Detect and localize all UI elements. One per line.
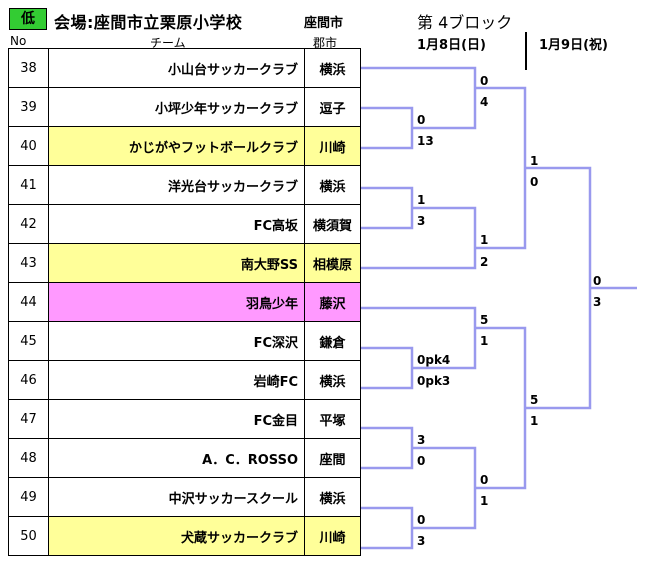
team-pref: 平塚 <box>304 399 361 439</box>
team-number: 41 <box>8 165 49 205</box>
score-s19: 3 <box>417 433 426 447</box>
score-s17: 5 <box>530 393 539 407</box>
team-pref: 逗子 <box>304 87 361 127</box>
bracket-line <box>475 326 527 490</box>
bracket-line <box>361 506 414 550</box>
score-s18: 1 <box>530 414 539 428</box>
score-s1: 0 <box>480 74 489 88</box>
score-s21: 0 <box>480 473 489 487</box>
score-s7: 1 <box>417 193 426 207</box>
col-header-pref: 郡市 <box>313 36 338 50</box>
team-pref: 横浜 <box>304 48 361 88</box>
score-s14: 1 <box>480 334 489 348</box>
score-s5: 1 <box>530 154 539 168</box>
score-s3: 0 <box>417 113 426 127</box>
team-name: 羽鳥少年 <box>48 282 305 322</box>
block-title: 第 4ブロック <box>417 13 513 32</box>
bracket-line <box>361 346 414 390</box>
score-s10: 2 <box>480 255 489 269</box>
col-header-no: No <box>10 34 27 48</box>
team-number: 46 <box>8 360 49 400</box>
level-badge: 低 <box>9 8 47 30</box>
bracket-line <box>475 86 527 250</box>
team-pref: 藤沢 <box>304 282 361 322</box>
team-number: 43 <box>8 243 49 283</box>
score-s13: 5 <box>480 313 489 327</box>
bracket-line <box>361 66 477 130</box>
score-s23: 0 <box>417 513 426 527</box>
bracket-line <box>361 426 414 470</box>
bracket-line <box>361 106 414 150</box>
bracket-line <box>361 206 477 270</box>
team-name: 南大野SS <box>48 243 305 283</box>
score-s11: 0 <box>593 274 602 288</box>
score-s15: 0pk4 <box>417 353 451 367</box>
team-number: 38 <box>8 48 49 88</box>
score-s12: 3 <box>593 295 602 309</box>
team-name: 犬蔵サッカークラブ <box>48 516 305 556</box>
team-number: 49 <box>8 477 49 517</box>
venue-city: 座間市 <box>304 16 344 31</box>
team-name: 洋光台サッカークラブ <box>48 165 305 205</box>
team-number: 39 <box>8 87 49 127</box>
team-name: かじがやフットボールクラブ <box>48 126 305 166</box>
team-number: 50 <box>8 516 49 556</box>
score-s22: 1 <box>480 494 489 508</box>
venue-title: 会場:座間市立栗原小学校 <box>54 13 243 32</box>
team-pref: 座間 <box>304 438 361 478</box>
score-s2: 4 <box>480 95 489 109</box>
team-pref: 横須賀 <box>304 204 361 244</box>
col-header-team: チーム <box>150 36 186 50</box>
team-pref: 横浜 <box>304 165 361 205</box>
bracket-line <box>361 306 477 370</box>
team-number: 42 <box>8 204 49 244</box>
team-number: 40 <box>8 126 49 166</box>
team-pref: 横浜 <box>304 360 361 400</box>
team-pref: 横浜 <box>304 477 361 517</box>
team-pref: 相模原 <box>304 243 361 283</box>
date-day2: 1月9日(祝) <box>539 38 608 53</box>
score-s4: 13 <box>417 134 434 148</box>
team-name: 小山台サッカークラブ <box>48 48 305 88</box>
team-pref: 川崎 <box>304 126 361 166</box>
team-number: 44 <box>8 282 49 322</box>
date-day1: 1月8日(日) <box>417 38 486 53</box>
team-name: 岩崎FC <box>48 360 305 400</box>
bracket-line <box>361 186 414 230</box>
score-s8: 3 <box>417 214 426 228</box>
bracket-line <box>525 166 592 410</box>
team-name: 中沢サッカースクール <box>48 477 305 517</box>
score-s16: 0pk3 <box>417 374 451 388</box>
date-separator <box>525 32 527 70</box>
team-pref: 川崎 <box>304 516 361 556</box>
score-s9: 1 <box>480 233 489 247</box>
score-s20: 0 <box>417 454 426 468</box>
score-s6: 0 <box>530 175 539 189</box>
team-name: 小坪少年サッカークラブ <box>48 87 305 127</box>
score-s24: 3 <box>417 534 426 548</box>
